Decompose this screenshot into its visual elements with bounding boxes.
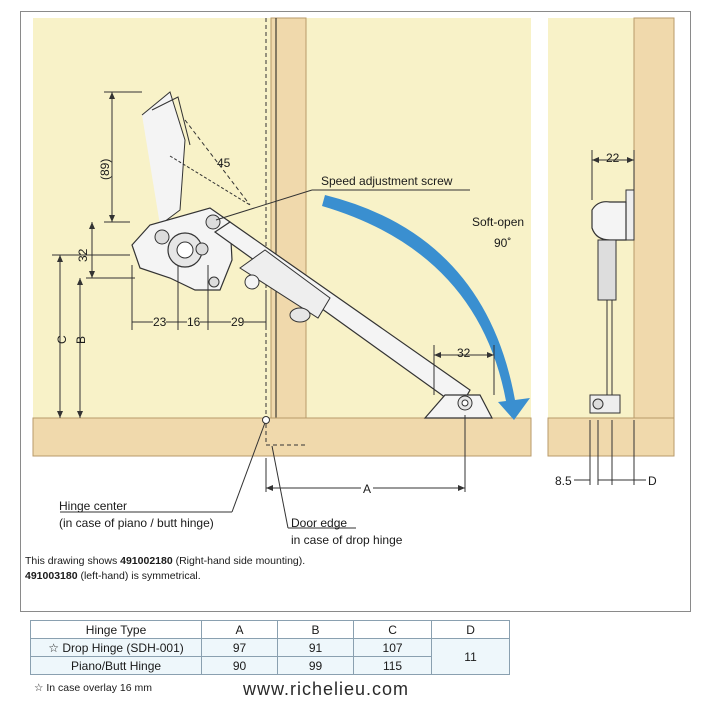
dim-A: A: [361, 482, 374, 496]
hinge-arm-folded: [141, 91, 186, 226]
speed-adjust-screw: [205, 214, 221, 230]
dim-32-vertical: 32: [76, 248, 90, 262]
dim-B: B: [74, 335, 88, 344]
cell-c: 107: [353, 638, 433, 657]
dim-32-horizontal: 32: [457, 346, 471, 360]
label-speed-adjustment-screw: Speed adjustment screw: [321, 174, 453, 188]
table-header-row: Hinge Type A B C D: [29, 620, 510, 639]
drawing-note-line-2: 491003180 (left-hand) is symmetrical.: [25, 570, 201, 582]
side-view-shelf: [547, 417, 675, 457]
label-hinge-center: Hinge center: [59, 499, 128, 513]
dim-22: 22: [606, 151, 620, 165]
header-d: D: [431, 620, 510, 639]
table-row: Piano/Butt Hinge 90 99 115: [29, 656, 510, 675]
side-panel: [270, 17, 307, 419]
table-footnote: ☆ In case overlay 16 mm: [34, 682, 152, 694]
cell-a: 97: [201, 638, 279, 657]
dim-C: C: [55, 335, 69, 344]
label-hinge-center-note: (in case of piano / butt hinge): [59, 516, 214, 530]
cell-type: ☆ Drop Hinge (SDH-001): [29, 638, 203, 657]
cabinet-interior-left: [33, 18, 271, 418]
header-b: B: [277, 620, 355, 639]
header-a: A: [201, 620, 279, 639]
cell-a: 90: [201, 656, 279, 675]
drawing-note-line-1: This drawing shows 491002180 (Right-hand…: [25, 555, 306, 567]
hinge-spec-table: Hinge Type A B C D ☆ Drop Hinge (SDH-001…: [29, 620, 510, 675]
dim-D: D: [648, 474, 657, 488]
dim-89: (89): [98, 158, 112, 180]
header-hinge-type: Hinge Type: [29, 620, 203, 639]
side-view-hinge-body: [591, 201, 627, 241]
hinge-technical-drawing: [32, 17, 675, 529]
label-door-edge-note: in case of drop hinge: [291, 533, 403, 547]
table-row: ☆ Drop Hinge (SDH-001) 97 91 107 11: [29, 638, 510, 675]
dim-45: 45: [217, 156, 231, 170]
cell-d: 11: [431, 638, 510, 675]
dim-29: 29: [231, 315, 245, 329]
cell-type: Piano/Butt Hinge: [29, 656, 203, 675]
label-door-edge: Door edge: [291, 516, 348, 530]
cell-c: 115: [353, 656, 433, 675]
label-soft-open: Soft-open: [472, 215, 525, 229]
dim-23: 23: [153, 315, 167, 329]
dim-8-5: 8.5: [555, 474, 572, 488]
bottom-shelf: [32, 417, 532, 457]
soft-open-arrow: [322, 195, 530, 420]
website-url: www.richelieu.com: [243, 679, 410, 699]
cell-b: 99: [277, 656, 355, 675]
label-angle: 90˚: [494, 236, 512, 250]
side-view-panel: [633, 17, 675, 419]
cell-b: 91: [277, 638, 355, 657]
dim-16: 16: [187, 315, 201, 329]
header-c: C: [353, 620, 433, 639]
